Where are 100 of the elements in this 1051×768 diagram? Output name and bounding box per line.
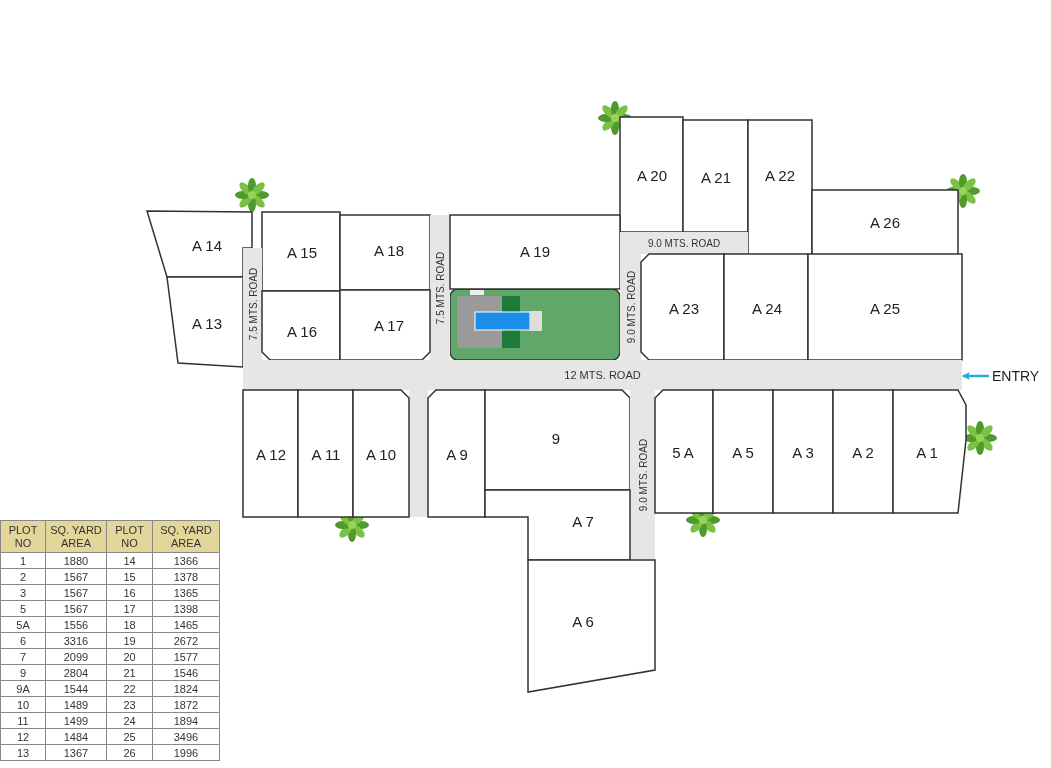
plot-number: A 12 — [256, 445, 286, 463]
table-cell: 1484 — [45, 728, 107, 745]
table-cell: 1872 — [152, 696, 220, 713]
road-name: 9.0 MTS. ROAD — [637, 438, 648, 512]
land-plot — [893, 390, 966, 513]
table-cell: 1499 — [45, 712, 107, 729]
table-cell: 1367 — [45, 744, 107, 761]
table-cell: 2099 — [45, 648, 107, 665]
table-cell: 3316 — [45, 632, 107, 649]
table-header-cell: SQ. YARD AREA — [152, 520, 220, 553]
land-plot — [748, 120, 812, 255]
table-cell: 13 — [0, 744, 46, 761]
table-header-cell: SQ. YARD AREA — [45, 520, 107, 553]
land-plot — [808, 254, 962, 360]
land-plot — [243, 390, 298, 517]
table-cell: 15 — [106, 568, 153, 585]
entry-arrow — [962, 372, 989, 380]
plot-number: A 19 — [520, 242, 550, 260]
table-cell: 19 — [106, 632, 153, 649]
table-cell: 1366 — [152, 552, 220, 569]
table-cell: 1 — [0, 552, 46, 569]
land-plot — [353, 390, 409, 517]
table-cell: 6 — [0, 632, 46, 649]
plot-number: A 6 — [572, 612, 594, 630]
land-plot — [167, 277, 243, 367]
plot-number: 5 A — [672, 443, 694, 461]
land-plot — [262, 212, 340, 291]
table-cell: 1567 — [45, 600, 107, 617]
land-plot — [298, 390, 353, 517]
table-cell: 1567 — [45, 568, 107, 585]
table-cell: 2672 — [152, 632, 220, 649]
plot-number: A 22 — [765, 166, 795, 184]
table-cell: 20 — [106, 648, 153, 665]
table-cell: 25 — [106, 728, 153, 745]
land-plot — [262, 291, 340, 360]
table-cell: 18 — [106, 616, 153, 633]
land-plot — [773, 390, 833, 513]
table-cell: 16 — [106, 584, 153, 601]
table-cell: 1465 — [152, 616, 220, 633]
table-cell: 1365 — [152, 584, 220, 601]
table-cell: 1894 — [152, 712, 220, 729]
table-cell: 2 — [0, 568, 46, 585]
table-cell: 1577 — [152, 648, 220, 665]
road-name: 9.0 MTS. ROAD — [625, 270, 636, 344]
table-cell: 1824 — [152, 680, 220, 697]
plot-number: A 25 — [870, 299, 900, 317]
plot-number: A 23 — [669, 299, 699, 317]
road — [243, 360, 962, 390]
plot-number: A 5 — [732, 443, 754, 461]
table-cell: 23 — [106, 696, 153, 713]
table-cell: 5 — [0, 600, 46, 617]
table-cell: 2804 — [45, 664, 107, 681]
table-cell: 1378 — [152, 568, 220, 585]
plot-number: A 18 — [374, 241, 404, 259]
land-plot — [724, 254, 808, 360]
table-cell: 3496 — [152, 728, 220, 745]
table-cell: 12 — [0, 728, 46, 745]
land-plot — [428, 390, 485, 517]
table-cell: 22 — [106, 680, 153, 697]
land-plot — [713, 390, 773, 513]
table-header-cell: PLOT NO — [106, 520, 153, 553]
plot-number: A 21 — [701, 168, 731, 186]
table-header-cell: PLOT NO — [0, 520, 46, 553]
table-cell: 9A — [0, 680, 46, 697]
table-cell: 1544 — [45, 680, 107, 697]
table-cell: 1398 — [152, 600, 220, 617]
road — [620, 232, 748, 254]
plot-number: 9 — [551, 429, 561, 447]
plot-number: A 17 — [374, 316, 404, 334]
land-plot — [833, 390, 893, 513]
table-cell: 7 — [0, 648, 46, 665]
road — [430, 215, 450, 360]
land-plot — [485, 390, 630, 490]
land-plot — [812, 190, 958, 255]
table-cell: 24 — [106, 712, 153, 729]
land-plot — [641, 254, 724, 360]
plot-number: A 11 — [311, 445, 341, 463]
table-cell: 14 — [106, 552, 153, 569]
plot-number: A 1 — [916, 443, 938, 461]
plot-number: A 3 — [792, 443, 814, 461]
land-plot — [620, 117, 683, 232]
entry-label: ENTRY — [992, 368, 1040, 384]
table-cell: 1880 — [45, 552, 107, 569]
land-plot — [485, 490, 630, 560]
plot-number: A 13 — [192, 314, 222, 332]
table-cell: 5A — [0, 616, 46, 633]
road-name: 7.5 MTS. ROAD — [434, 251, 446, 324]
plot-number: A 10 — [366, 445, 396, 463]
land-plot — [450, 215, 620, 289]
table-cell: 3 — [0, 584, 46, 601]
plot-number: A 7 — [572, 512, 594, 530]
road-name: 9.0 MTS. ROAD — [647, 237, 721, 249]
table-cell: 1489 — [45, 696, 107, 713]
plot-number: A 14 — [192, 236, 222, 254]
plot-number: A 16 — [287, 322, 317, 340]
land-plot — [340, 215, 430, 290]
plot-number: A 2 — [852, 443, 874, 461]
table-cell: 10 — [0, 696, 46, 713]
land-plot — [683, 120, 748, 232]
table-cell: 17 — [106, 600, 153, 617]
